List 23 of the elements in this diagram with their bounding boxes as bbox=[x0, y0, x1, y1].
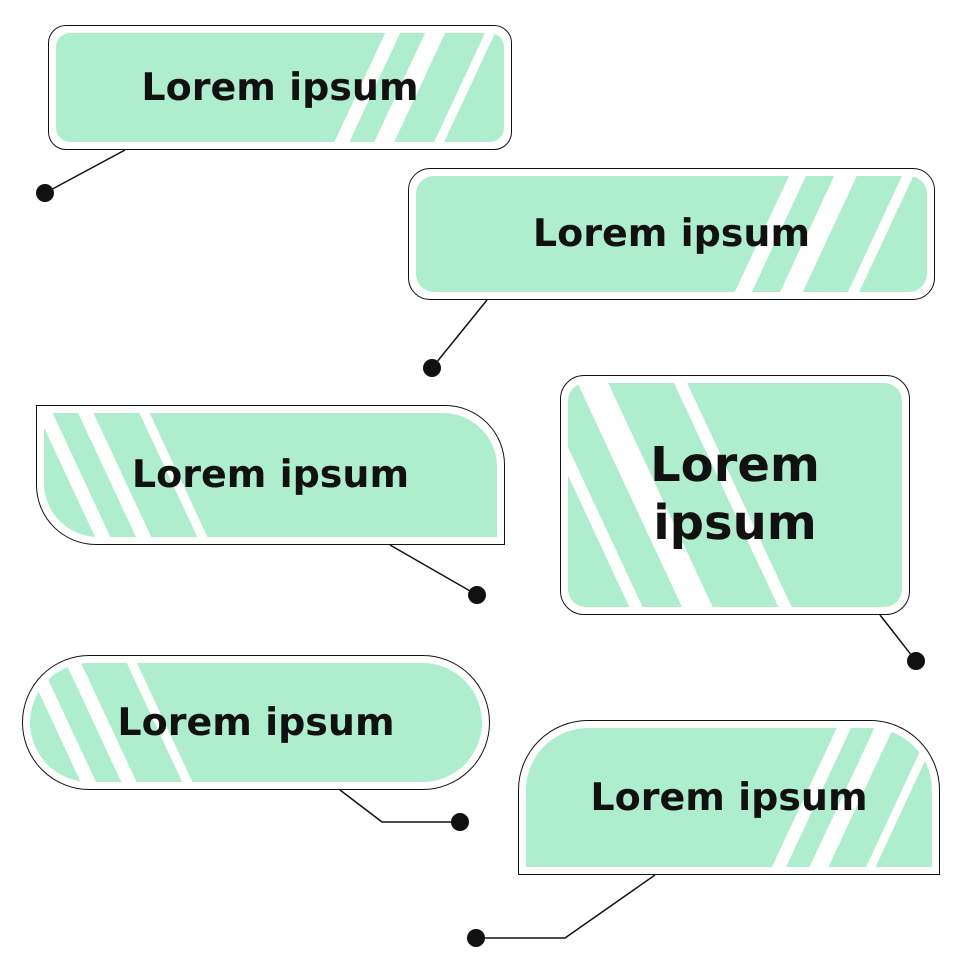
callout-box bbox=[518, 720, 940, 875]
leader-dot bbox=[423, 359, 441, 377]
callout-text: Lorem ipsum bbox=[590, 774, 868, 820]
callout-text: Lorem ipsum bbox=[649, 437, 821, 553]
leader-dot bbox=[36, 184, 54, 202]
leader-line bbox=[879, 614, 912, 654]
callout-box bbox=[560, 375, 910, 615]
callout-box bbox=[36, 405, 505, 545]
leader-dot bbox=[468, 586, 486, 604]
leader-dot bbox=[451, 813, 469, 831]
callout-box bbox=[48, 25, 512, 150]
leader-line bbox=[390, 544, 470, 592]
callout-text: Lorem ipsum bbox=[532, 211, 810, 257]
leader-dot bbox=[907, 652, 925, 670]
callout-box bbox=[408, 168, 935, 300]
leader-line bbox=[52, 149, 126, 190]
leader-line bbox=[437, 300, 488, 362]
callout-text: Lorem ipsum bbox=[141, 64, 419, 110]
leader-line bbox=[485, 874, 656, 939]
leader-line bbox=[340, 789, 451, 823]
callout-text: Lorem ipsum bbox=[132, 452, 410, 498]
leader-dot bbox=[467, 929, 485, 947]
callout-text: Lorem ipsum bbox=[117, 700, 395, 746]
